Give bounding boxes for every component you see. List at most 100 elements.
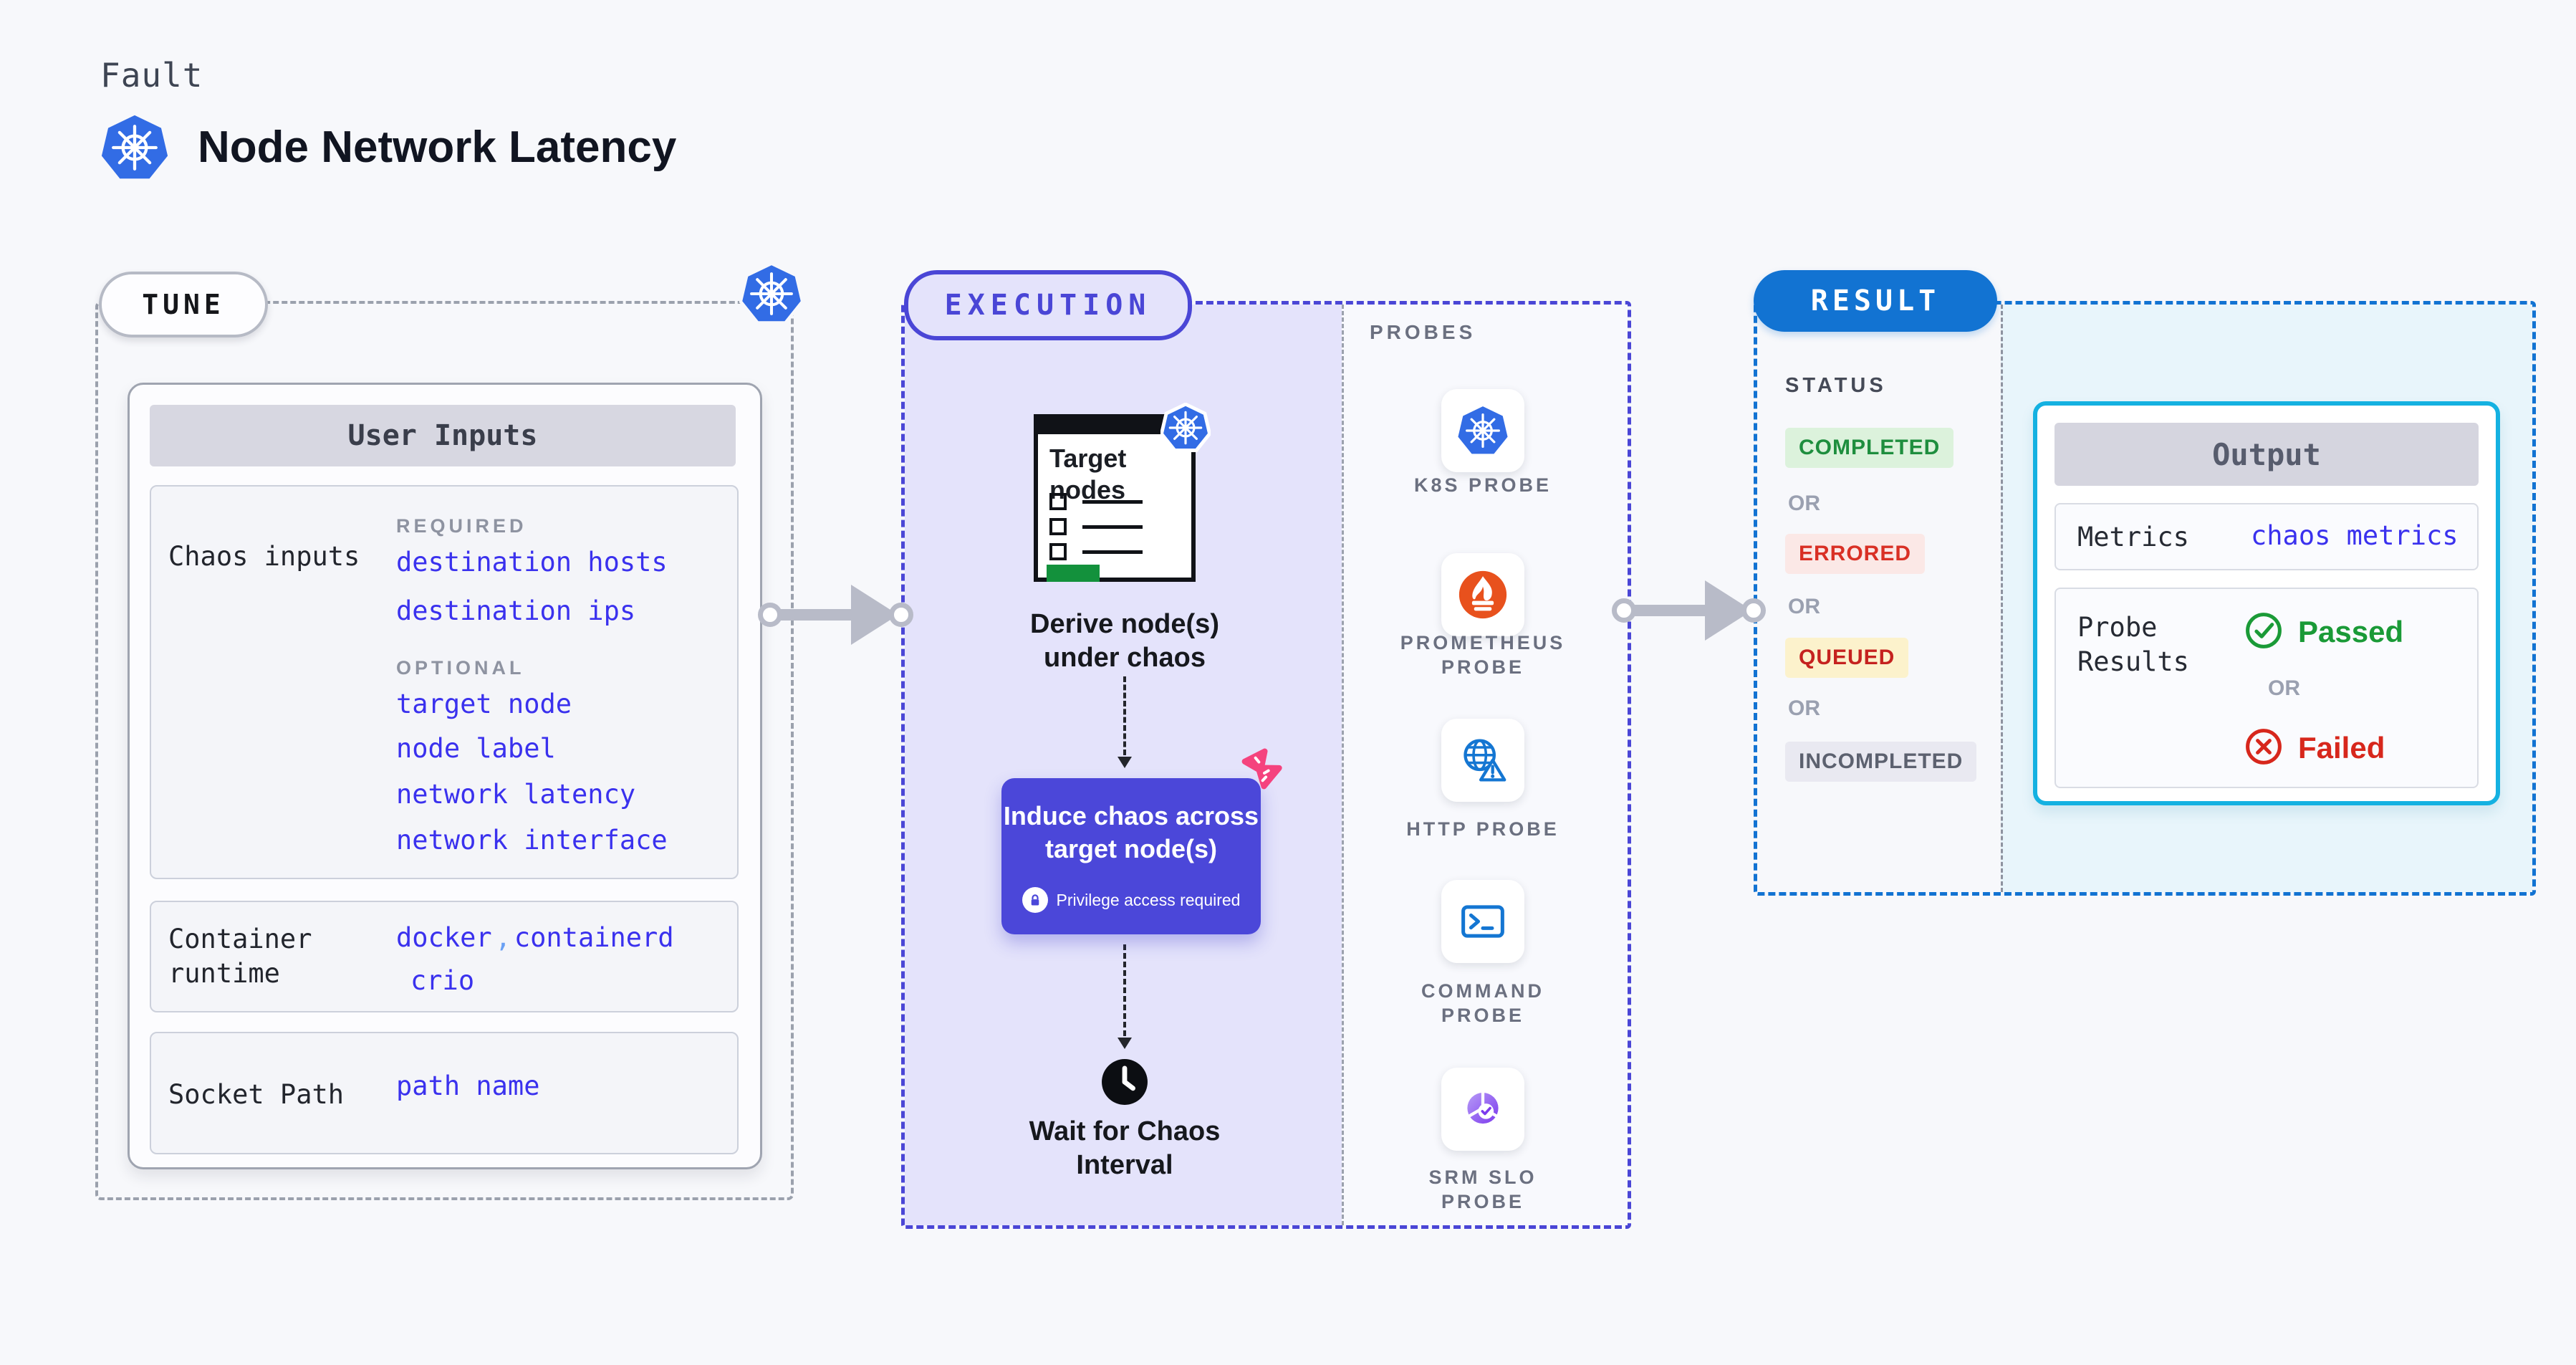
socket-path-label: Socket Path	[168, 1079, 345, 1110]
page-title: Node Network Latency	[198, 123, 677, 172]
flow-connector	[1123, 944, 1126, 1036]
probe-results-row: Probe Results Passed OR Failed	[2054, 588, 2479, 788]
probe-card-k8s	[1441, 389, 1524, 472]
chaos-inputs-label: Chaos inputs	[168, 541, 360, 572]
link-destination-hosts[interactable]: destination hosts	[396, 547, 668, 578]
list-line	[1082, 500, 1143, 504]
chaos-pink-icon	[1241, 748, 1282, 790]
checkbox-icon	[1049, 518, 1067, 535]
optional-heading: OPTIONAL	[396, 657, 525, 679]
flow-connector	[1123, 676, 1126, 755]
probe-card-srm-slo	[1441, 1068, 1524, 1151]
value-containerd[interactable]: containerd	[514, 922, 674, 953]
link-node-label[interactable]: node label	[396, 733, 556, 764]
socket-path-row: Socket Path path name	[150, 1032, 739, 1154]
output-header: Output	[2054, 423, 2479, 486]
probe-label-http: HTTP PROBE	[1406, 818, 1559, 840]
probe-card-command	[1441, 880, 1524, 963]
required-heading: REQUIRED	[396, 515, 527, 537]
checkbox-icon	[1049, 543, 1067, 560]
chaos-text-line2: target node(s)	[1044, 834, 1217, 863]
probes-heading: PROBES	[1370, 321, 1476, 343]
tune-pill: TUNE	[99, 272, 268, 337]
failed-x-icon	[2246, 729, 2282, 765]
failed-label: Failed	[2298, 731, 2385, 765]
or-label: OR	[1788, 696, 1820, 720]
passed-check-icon	[2246, 613, 2282, 648]
status-badge-errored: ERRORED	[1785, 534, 1926, 574]
link-destination-ips[interactable]: destination ips	[396, 595, 636, 626]
link-target-node[interactable]: target node	[396, 689, 572, 719]
chaos-text-line1: Induce chaos across	[1003, 801, 1259, 830]
runtime-label-line1: Container	[168, 924, 312, 954]
probes-divider	[1342, 305, 1344, 1225]
probe-card-http	[1441, 719, 1524, 802]
green-progress-bar	[1047, 565, 1100, 582]
arrow-tune-to-execution	[774, 609, 854, 621]
runtime-label-line2: runtime	[168, 958, 280, 989]
value-separator: ,	[495, 922, 511, 953]
connector-dot	[1741, 598, 1766, 623]
execution-pill: EXECUTION	[904, 270, 1192, 340]
or-label: OR	[1788, 492, 1820, 515]
metrics-label: Metrics	[2077, 522, 2189, 552]
probe-label-command: COMMAND PROBE	[1421, 980, 1544, 1026]
probe-label-k8s: K8S PROBE	[1413, 474, 1552, 496]
terminal-icon	[1461, 905, 1504, 938]
clock-icon	[1102, 1059, 1148, 1105]
prometheus-icon	[1458, 570, 1507, 619]
kubernetes-badge-icon	[1160, 403, 1211, 452]
status-divider	[2001, 305, 2003, 892]
value-docker[interactable]: docker	[396, 922, 492, 953]
doc-title-line2: nodes	[1049, 475, 1126, 504]
list-line	[1082, 525, 1143, 529]
chaos-inputs-row: Chaos inputs REQUIRED destination hosts …	[150, 485, 739, 879]
container-runtime-row: Container runtime docker , containerd cr…	[150, 901, 739, 1012]
status-badge-incompleted: INCOMPLETED	[1785, 742, 1977, 782]
probe-label-prometheus: PROMETHEUS PROBE	[1400, 632, 1566, 678]
or-label: OR	[1788, 595, 1820, 618]
tune-section	[95, 301, 794, 1200]
kubernetes-icon	[1458, 406, 1508, 454]
srm-slo-donut-icon	[1467, 1091, 1499, 1124]
fault-kicker: Fault	[100, 56, 203, 95]
metrics-row: Metrics chaos metrics	[2054, 503, 2479, 570]
http-globe-warning-icon	[1464, 739, 1506, 782]
probe-results-label-line2: Results	[2077, 646, 2189, 677]
or-label: OR	[2268, 676, 2300, 700]
link-network-latency[interactable]: network latency	[396, 779, 636, 810]
induce-chaos-card: Induce chaos across target node(s) Privi…	[1001, 778, 1261, 934]
title-row: Node Network Latency	[100, 113, 676, 182]
probe-label-srm-slo: SRM SLO PROBE	[1428, 1167, 1537, 1212]
arrow-head	[1118, 757, 1132, 768]
status-badge-queued: QUEUED	[1785, 638, 1909, 678]
value-path-name[interactable]: path name	[396, 1071, 540, 1101]
passed-label: Passed	[2298, 615, 2404, 648]
list-line	[1082, 550, 1143, 554]
kubernetes-icon	[739, 262, 804, 325]
lock-icon	[1022, 887, 1048, 913]
document-titlebar	[1038, 418, 1191, 434]
privilege-badge-label: Privilege access required	[1056, 890, 1241, 909]
arrow-execution-to-result	[1628, 605, 1708, 616]
connector-dot	[889, 603, 913, 627]
result-pill: RESULT	[1754, 270, 1997, 332]
user-inputs-header: User Inputs	[150, 405, 736, 466]
user-inputs-card: User Inputs Chaos inputs REQUIRED destin…	[128, 383, 762, 1169]
arrow-head	[1118, 1038, 1132, 1049]
value-crio[interactable]: crio	[410, 965, 475, 996]
connector-dot	[758, 603, 782, 627]
doc-title-line1: Target	[1049, 444, 1127, 473]
chaos-metrics-link[interactable]: chaos metrics	[2251, 520, 2459, 551]
output-card: Output Metrics chaos metrics Probe Resul…	[2033, 401, 2500, 805]
checkbox-icon	[1049, 493, 1067, 510]
status-heading: STATUS	[1785, 374, 1887, 397]
probe-results-label-line1: Probe	[2077, 612, 2158, 643]
probe-card-prometheus	[1441, 553, 1524, 636]
link-network-interface[interactable]: network interface	[396, 825, 668, 856]
step-derive-nodes: Derive node(s)under chaos	[1030, 609, 1219, 673]
connector-dot	[1612, 598, 1636, 623]
kubernetes-icon	[101, 115, 168, 179]
